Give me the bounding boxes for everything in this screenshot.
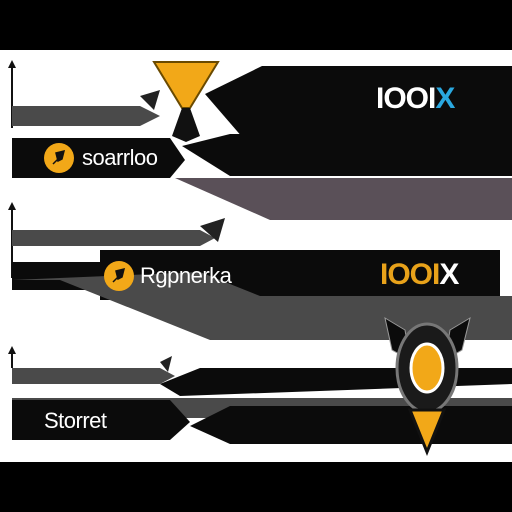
illustration-canvas: soarrloo IOOIX Rgpnerka IOOIX Storret [0, 50, 512, 462]
row-3-upper-arrow [160, 368, 512, 396]
row-2-brand-x: X [439, 258, 459, 291]
emblem-core [409, 342, 445, 394]
row-2-grey-bar [12, 230, 215, 246]
row-3-grey-bar [12, 368, 175, 384]
row-1-label: soarrloo [82, 145, 158, 170]
rocket-icon [52, 149, 66, 165]
row-2-axis-tip [8, 202, 16, 210]
row-1-graphic [8, 60, 512, 220]
row-1-mauve-wedge [175, 178, 512, 220]
row-3-label: Storret [44, 408, 107, 433]
row-3-label-bar [12, 400, 190, 440]
row-2-badge [104, 261, 134, 291]
arrow-bars-graphic [8, 60, 512, 456]
row-1-brand-text: IOOI [376, 82, 436, 115]
row-1-funnel-stem [172, 108, 200, 142]
row-2-brand-text: IOOI [380, 258, 440, 291]
row-1-brand: IOOIX [376, 82, 455, 116]
row-3-axis-tip [8, 346, 16, 354]
row-3-pointer [160, 356, 172, 372]
row-1-funnel [152, 61, 220, 109]
row-1-lower-arrow [182, 134, 512, 176]
row-1-badge [44, 143, 74, 173]
row-3-lower-arrow [190, 406, 512, 444]
row-2-label: Rgpnerka [140, 263, 232, 288]
row-1-axis-tip [8, 60, 16, 68]
row-3-graphic [8, 316, 512, 456]
emblem-tip [407, 408, 447, 456]
rocket-icon [112, 267, 126, 283]
row-1-grey-bar [12, 106, 160, 126]
row-2-pointer [200, 218, 225, 242]
row-2-brand: IOOIX [380, 258, 459, 292]
row-1-brand-x: X [435, 82, 455, 115]
row-1-pointer [140, 90, 160, 110]
